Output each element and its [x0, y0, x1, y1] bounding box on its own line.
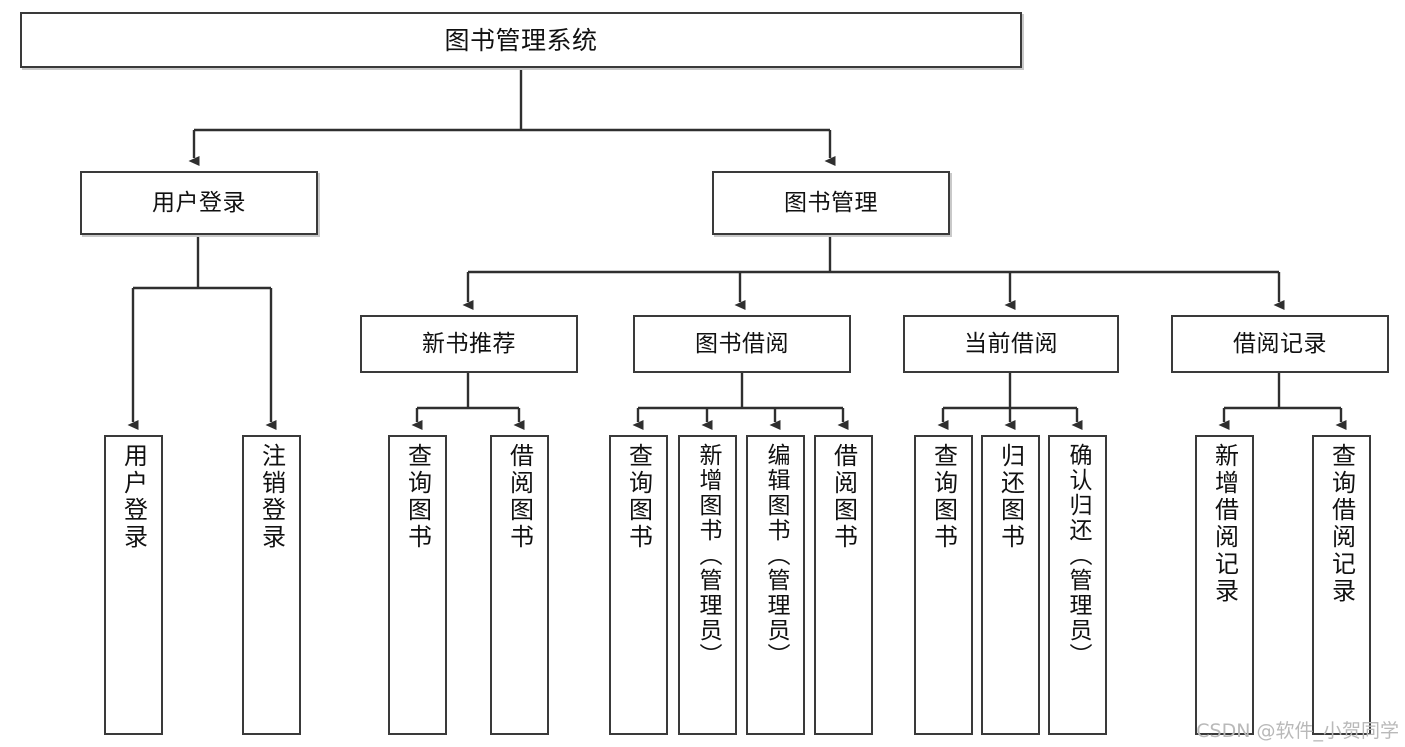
node-current-borrow[interactable]: 当前借阅: [903, 315, 1119, 373]
leaf-edit-book-admin[interactable]: 编辑图书（管理员）: [746, 435, 805, 735]
node-book-management[interactable]: 图书管理: [712, 171, 950, 235]
leaf-borrow-book-recommend[interactable]: 借阅图书: [490, 435, 549, 735]
node-user-login[interactable]: 用户登录: [80, 171, 318, 235]
node-label: 新增图书（管理员）: [695, 443, 721, 668]
leaf-add-book-admin[interactable]: 新增图书（管理员）: [678, 435, 737, 735]
leaf-return-book[interactable]: 归还图书: [981, 435, 1040, 735]
node-label: 图书管理: [784, 189, 878, 216]
leaf-query-book-current[interactable]: 查询图书: [914, 435, 973, 735]
node-label: 用户登录: [152, 189, 246, 216]
node-label: 图书借阅: [695, 330, 789, 357]
node-label: 新增借阅记录: [1210, 443, 1239, 605]
watermark-text: CSDN @软件_小贺同学: [1196, 720, 1399, 742]
leaf-query-book-borrow[interactable]: 查询图书: [609, 435, 668, 735]
leaf-query-book-recommend[interactable]: 查询图书: [388, 435, 447, 735]
node-label: 编辑图书（管理员）: [763, 443, 789, 668]
leaf-user-login[interactable]: 用户登录: [104, 435, 163, 735]
node-label: 查询图书: [929, 443, 958, 551]
node-label: 归还图书: [996, 443, 1025, 551]
leaf-logout[interactable]: 注销登录: [242, 435, 301, 735]
node-new-book-recommend[interactable]: 新书推荐: [360, 315, 578, 373]
leaf-query-borrow-record[interactable]: 查询借阅记录: [1312, 435, 1371, 735]
node-label: 借阅图书: [829, 443, 858, 551]
node-label: 查询图书: [403, 443, 432, 551]
node-label: 用户登录: [119, 443, 148, 551]
node-label: 借阅记录: [1233, 330, 1327, 357]
node-root-system[interactable]: 图书管理系统: [20, 12, 1022, 68]
leaf-confirm-return-admin[interactable]: 确认归还（管理员）: [1048, 435, 1107, 735]
node-label: 查询图书: [624, 443, 653, 551]
node-label: 借阅图书: [505, 443, 534, 551]
node-label: 图书管理系统: [444, 25, 598, 55]
node-borrow-record[interactable]: 借阅记录: [1171, 315, 1389, 373]
node-label: 新书推荐: [422, 330, 516, 357]
leaf-add-borrow-record[interactable]: 新增借阅记录: [1195, 435, 1254, 735]
leaf-borrow-book[interactable]: 借阅图书: [814, 435, 873, 735]
node-book-borrow[interactable]: 图书借阅: [633, 315, 851, 373]
node-label: 查询借阅记录: [1327, 443, 1356, 605]
node-label: 当前借阅: [964, 330, 1058, 357]
node-label: 注销登录: [257, 443, 286, 551]
node-label: 确认归还（管理员）: [1065, 443, 1091, 668]
